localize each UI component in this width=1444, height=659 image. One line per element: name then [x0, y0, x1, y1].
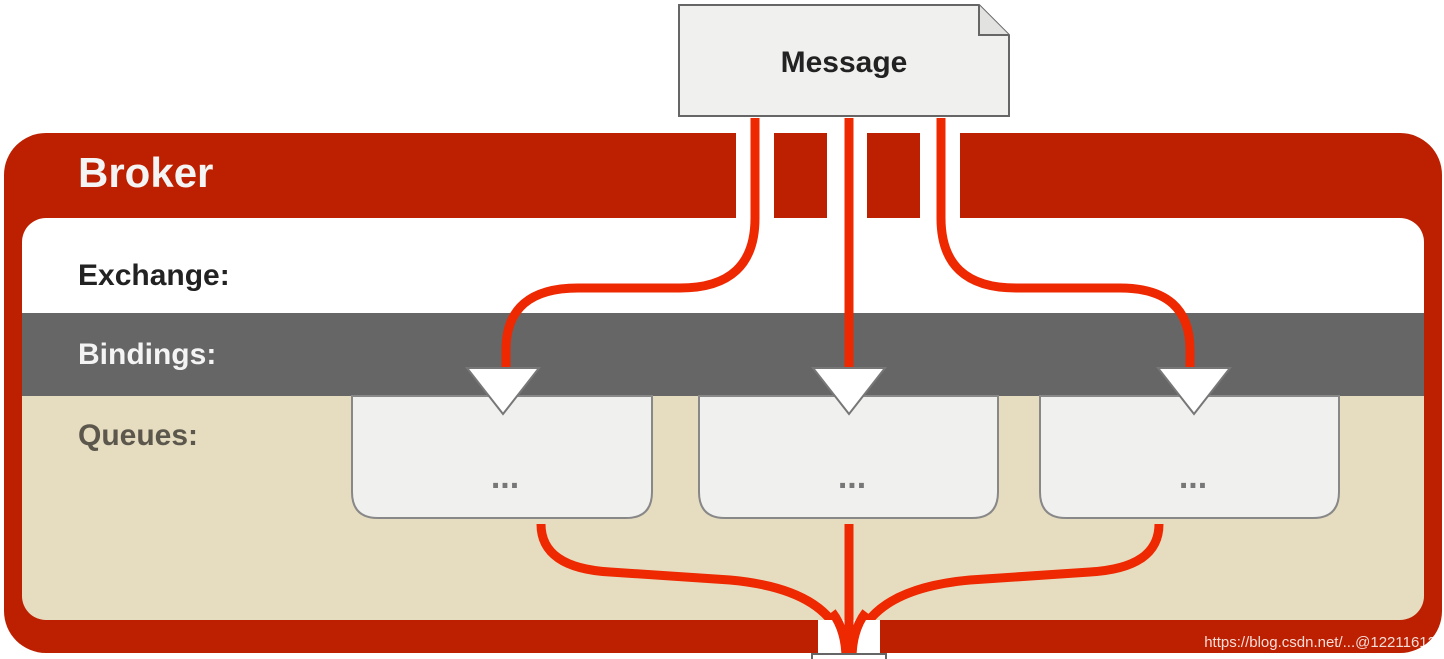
queues-label: Queues:	[78, 419, 198, 452]
route-line-right	[936, 118, 1195, 370]
queue-box: ...	[351, 395, 653, 519]
bindings-label: Bindings:	[78, 338, 216, 371]
queue-box: ...	[1039, 395, 1340, 519]
arrow-head-icon	[1155, 367, 1233, 416]
broker-label: Broker	[78, 149, 213, 196]
message-document: Message	[678, 4, 1010, 117]
exchange-label: Exchange:	[78, 259, 230, 292]
arrow-head-icon	[810, 367, 888, 416]
route-line-left	[501, 118, 760, 370]
queue-label: ...	[1179, 458, 1207, 496]
queue-box: ...	[698, 395, 999, 519]
message-label: Message	[781, 46, 908, 79]
output-stub	[811, 653, 887, 659]
arrow-head-icon	[464, 367, 542, 416]
watermark: https://blog.csdn.net/...@12211612	[1204, 634, 1436, 651]
queue-label: ...	[838, 458, 866, 496]
exchange-band	[22, 218, 1424, 314]
queue-label: ...	[491, 458, 519, 496]
